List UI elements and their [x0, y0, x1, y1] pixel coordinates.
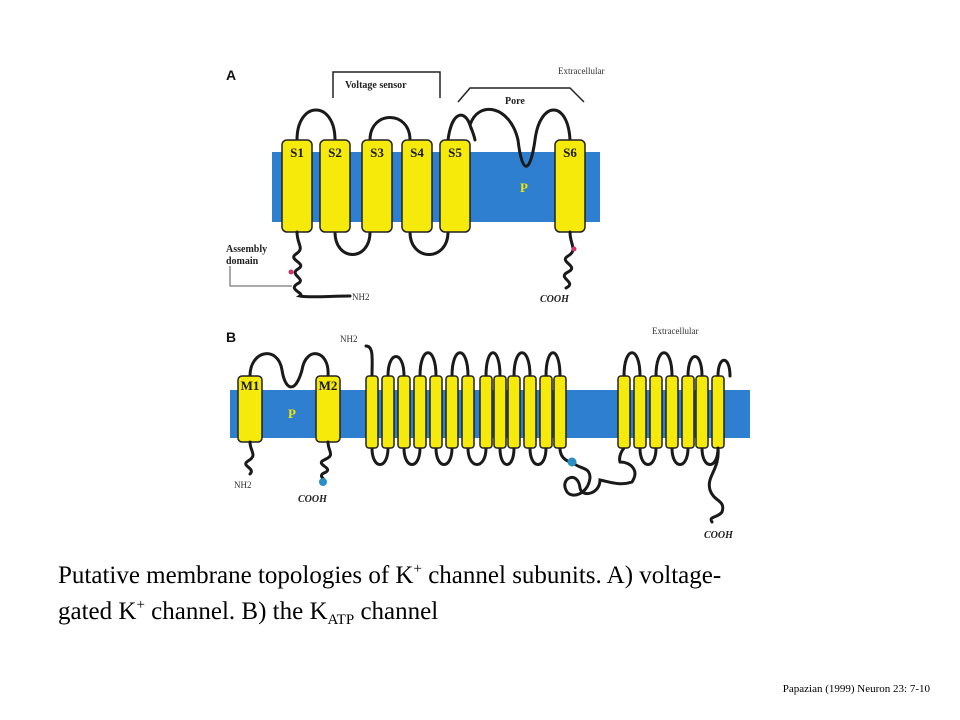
caption-line1-part2: channel subunits. A) voltage-	[421, 562, 722, 589]
helix-m1-label: M1	[241, 378, 260, 393]
panel-a-extracellular-label: Extracellular	[558, 66, 604, 76]
helix-s3	[361, 139, 393, 233]
helix-b-11	[523, 375, 537, 449]
panel-a-label: A	[226, 67, 236, 83]
caption-sup2: +	[136, 597, 145, 613]
assembly-label-line1: Assembly	[226, 244, 267, 255]
helix-b-12	[539, 375, 553, 449]
panel-a-c-terminus-label: COOH	[540, 294, 570, 305]
helix-s1-label: S1	[290, 145, 304, 160]
caption-line2-part2: channel. B) the K	[144, 598, 328, 625]
panel-b-pore-region-label: P	[288, 406, 296, 421]
panel-b-c-terminus-left-label: COOH	[298, 494, 328, 505]
helix-b-17	[665, 375, 679, 449]
panel-b-multi-backbone	[364, 344, 732, 497]
panel-b-left-backbone	[248, 352, 330, 389]
panel-b-left-c-chain	[319, 440, 333, 486]
panel-a-backbone	[295, 107, 572, 256]
assembly-label-line2: domain	[226, 256, 259, 267]
caption-line2-part1: gated K	[58, 598, 137, 625]
helix-b-20	[711, 375, 725, 449]
helix-s2	[319, 139, 351, 233]
citation: Papazian (1999) Neuron 23: 7-10	[782, 683, 930, 695]
helix-s4-label: S4	[410, 145, 424, 160]
caption-sup1: +	[413, 561, 422, 577]
panel-a-c-terminus-chain	[562, 230, 575, 290]
figure-caption: Putative membrane topologies of K+ chann…	[58, 558, 918, 630]
helix-b-7	[461, 375, 475, 449]
helix-b-2	[381, 375, 395, 449]
caption-line1-part1: Putative membrane topologies of K	[58, 562, 414, 589]
helix-s4	[401, 139, 433, 233]
channel-topology-figure: A Voltage sensor Pore Extracellular S1 S…	[226, 66, 750, 540]
helix-b-15	[633, 375, 647, 449]
helix-s6-label: S6	[563, 145, 577, 160]
panel-b-n-terminus-left-label: NH2	[234, 480, 252, 490]
assembly-bracket	[229, 266, 292, 287]
panel-a-assembly-marker	[288, 269, 294, 275]
panel-a-helices: S1 S2 S3 S4 S5 S6	[281, 139, 586, 233]
voltage-sensor-label: Voltage sensor	[345, 80, 407, 91]
pore-label: Pore	[505, 96, 525, 107]
panel-a-n-terminus-label: NH2	[352, 292, 370, 302]
panel-b-helix-group-2	[617, 375, 725, 449]
panel-a-pore-region-label: P	[520, 180, 528, 195]
panel-b-helix-group-1	[365, 375, 567, 449]
helix-s5	[439, 139, 471, 233]
helix-m2-label: M2	[319, 378, 338, 393]
helix-b-10	[507, 375, 521, 449]
panel-b-middle-marker	[567, 457, 577, 467]
helix-b-8	[479, 375, 493, 449]
helix-b-5	[429, 375, 443, 449]
panel-b-n-terminus-top-label: NH2	[340, 334, 358, 344]
helix-b-4	[413, 375, 427, 449]
panel-b: B M1 M2 P NH2 COOH NH2	[226, 326, 750, 540]
panel-a-c-terminus-marker	[571, 246, 577, 252]
helix-b-1	[365, 375, 379, 449]
caption-line2-part3: channel	[354, 598, 439, 625]
panel-b-left-c-marker	[319, 478, 327, 486]
helix-b-3	[397, 375, 411, 449]
panel-b-right-c-chain	[707, 446, 725, 524]
panel-b-left-n-chain	[244, 440, 255, 476]
helix-b-13	[553, 375, 567, 449]
helix-b-6	[445, 375, 459, 449]
helix-b-18	[681, 375, 695, 449]
helix-b-19	[695, 375, 709, 449]
panel-b-extracellular-label: Extracellular	[652, 326, 698, 336]
caption-sub: ATP	[327, 612, 355, 628]
helix-s2-label: S2	[328, 145, 342, 160]
helix-b-16	[649, 375, 663, 449]
voltage-sensor-bracket	[332, 71, 441, 98]
helix-s5-label: S5	[448, 145, 462, 160]
pore-bracket	[457, 87, 585, 103]
panel-b-c-terminus-right-label: COOH	[704, 530, 734, 540]
panel-a: A Voltage sensor Pore Extracellular S1 S…	[226, 66, 604, 305]
helix-b-9	[493, 375, 507, 449]
helix-b-14	[617, 375, 631, 449]
helix-s3-label: S3	[370, 145, 384, 160]
panel-a-n-terminus-chain	[292, 230, 352, 299]
panel-b-label: B	[226, 329, 236, 345]
